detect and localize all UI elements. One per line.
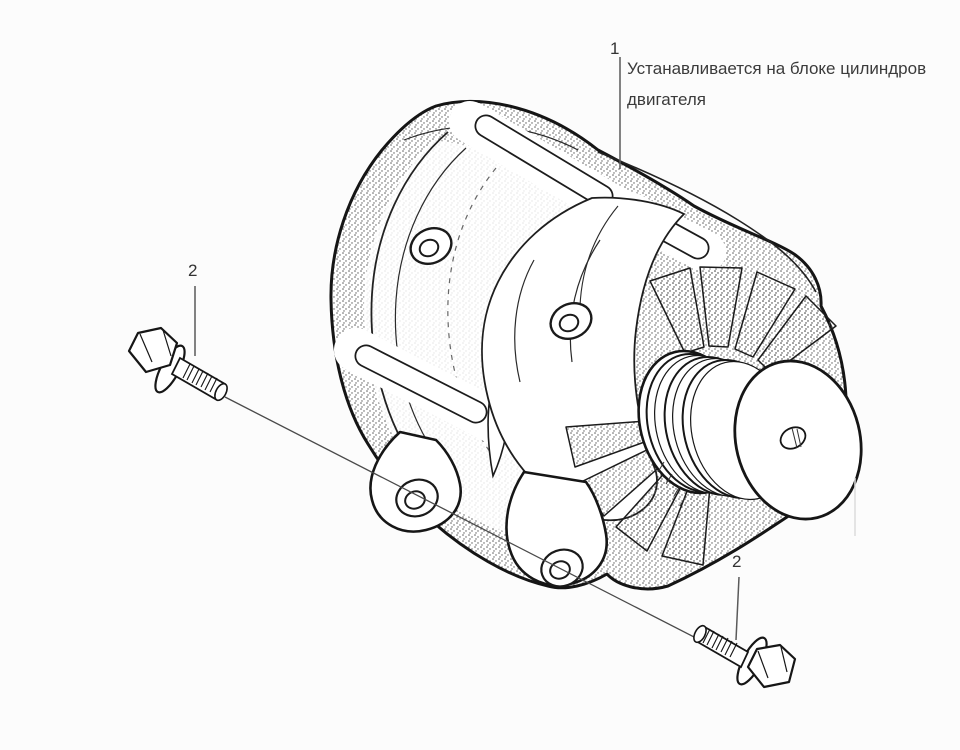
- callout-1-note: Устанавливается на блоке цилиндров двига…: [627, 53, 937, 115]
- flange-bolt-right: [693, 624, 797, 689]
- callout-lines: [194, 57, 740, 641]
- callout-2-right-number: 2: [732, 552, 742, 571]
- callout-1-number: 1: [610, 39, 620, 58]
- thread-lines: [182, 363, 218, 393]
- callout-2-left-number: 2: [188, 261, 198, 280]
- note-line-2: двигателя: [627, 90, 706, 109]
- pulley-groove-hatch: [657, 461, 687, 507]
- thread-lines: [702, 628, 738, 658]
- shaft-hole-hatch: [791, 427, 802, 449]
- callout-2-right-line: [735, 576, 740, 641]
- note-line-1: Устанавливается на блоке цилиндров: [627, 59, 927, 78]
- drive-pulley: [637, 349, 863, 521]
- bolt-boss-holes: [409, 227, 593, 340]
- bolt-axis-leader-line: [224, 396, 697, 639]
- cooling-fan: [565, 266, 837, 566]
- flange-bolt-left: [127, 326, 228, 402]
- pulley-shaft-hole: [779, 426, 807, 450]
- mounting-lug-bottom: [505, 470, 608, 588]
